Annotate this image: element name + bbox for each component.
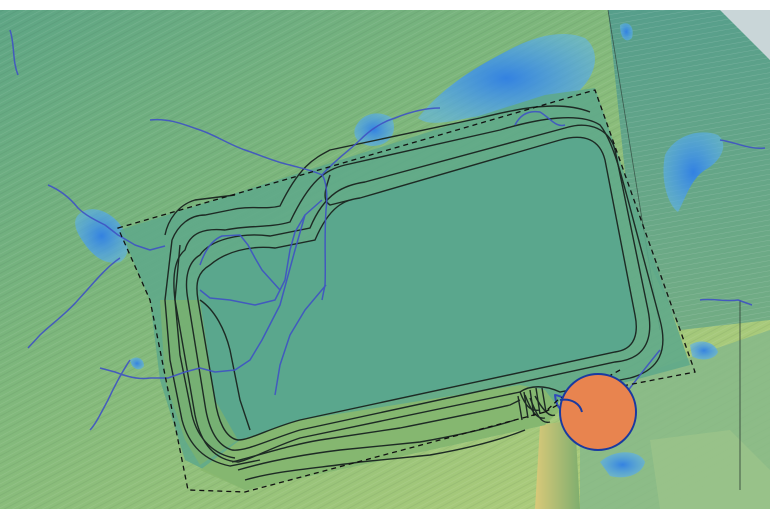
top-margin <box>0 0 770 10</box>
ponding-area <box>600 452 645 478</box>
ponding-area <box>75 209 129 263</box>
ponding-area <box>663 132 724 212</box>
ponding-area <box>130 357 144 370</box>
neighbour-tile <box>720 10 770 60</box>
site-boundary <box>117 89 696 493</box>
contour-line <box>517 387 547 421</box>
marker-layer[interactable] <box>559 373 637 451</box>
flow-line <box>719 139 766 150</box>
flow-line <box>321 107 441 176</box>
contour-line <box>174 244 236 459</box>
flow-layer <box>9 29 766 431</box>
flow-line <box>27 257 121 349</box>
design-surface-layer <box>120 88 690 490</box>
circle-marker-icon[interactable] <box>559 373 637 451</box>
contour-line <box>199 299 251 431</box>
flow-line <box>47 184 166 251</box>
site-boundary-layer <box>117 89 696 493</box>
flow-line <box>274 284 327 396</box>
flow-line <box>514 110 566 127</box>
contour-line <box>324 174 351 206</box>
flow-line <box>9 29 19 76</box>
flow-line <box>699 298 753 306</box>
flow-line <box>149 118 328 301</box>
contour-line <box>173 117 664 463</box>
contour-line <box>164 239 261 467</box>
contour-line <box>164 194 236 236</box>
flow-line <box>199 234 281 291</box>
ponding-area <box>690 341 718 360</box>
design-pad <box>196 137 637 440</box>
ponding-area <box>620 23 633 41</box>
flow-line <box>150 214 306 379</box>
contour-line <box>185 124 651 451</box>
contour-line <box>231 399 521 463</box>
flow-line <box>99 367 151 380</box>
contour-line <box>196 136 637 441</box>
contour-line <box>171 105 591 241</box>
flow-line <box>89 359 131 431</box>
